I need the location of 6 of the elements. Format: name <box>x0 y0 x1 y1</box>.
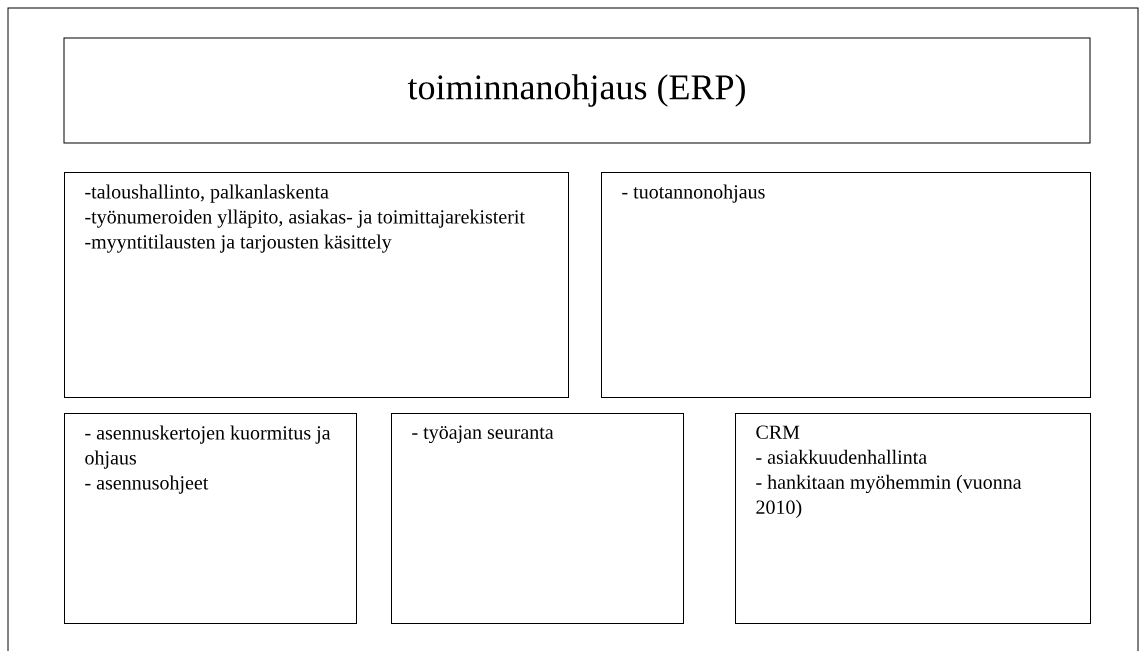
module-box: - työajan seuranta <box>391 413 684 624</box>
module-box: -taloushallinto, palkanlaskenta -työnumeroiden ylläpito, asiakas- ja toimittajarekisterit -myyntitilausten ja tarjousten käsittely <box>64 172 569 398</box>
title-box: toiminnanohjaus (ERP) <box>63 37 1091 144</box>
module-box: - asennuskertojen kuormitus ja ohjaus - asennusohjeet <box>64 413 357 624</box>
module-box: CRM - asiakkuudenhallinta - hankitaan myöhemmin (vuonna 2010) <box>735 413 1091 624</box>
module-box: - tuotannonohjaus <box>601 172 1091 398</box>
